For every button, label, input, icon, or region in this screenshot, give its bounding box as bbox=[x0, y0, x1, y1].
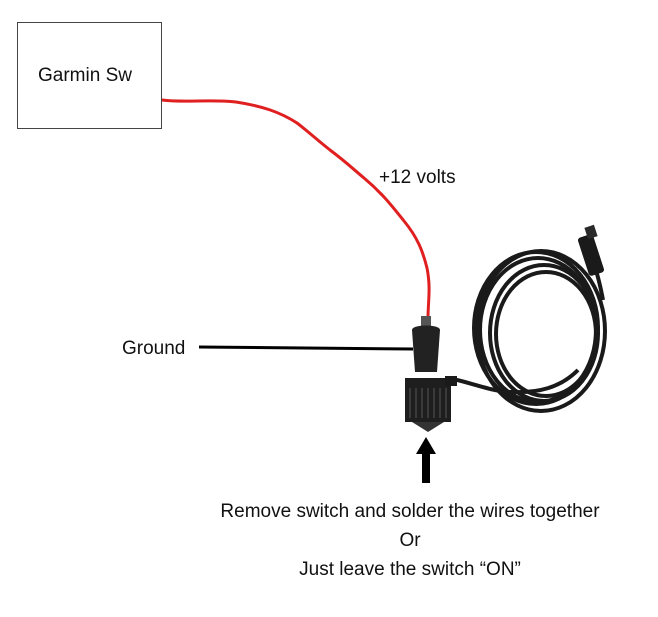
positive-wire bbox=[160, 98, 431, 320]
instruction-line-2: Or bbox=[399, 530, 421, 551]
car-power-adapter-icon bbox=[405, 316, 457, 432]
instruction-line-3: Just leave the switch “ON” bbox=[299, 559, 521, 580]
garmin-switch-box: Garmin Sw bbox=[17, 22, 162, 129]
coiled-cable-icon bbox=[447, 249, 607, 413]
ground-wire-label: Ground bbox=[122, 338, 186, 359]
up-arrow-icon bbox=[416, 437, 436, 483]
ground-wire bbox=[198, 345, 414, 351]
barrel-connector-icon bbox=[577, 224, 605, 276]
garmin-switch-label: Garmin Sw bbox=[38, 65, 132, 86]
positive-wire-label: +12 volts bbox=[379, 167, 456, 188]
instruction-line-1: Remove switch and solder the wires toget… bbox=[220, 501, 600, 522]
